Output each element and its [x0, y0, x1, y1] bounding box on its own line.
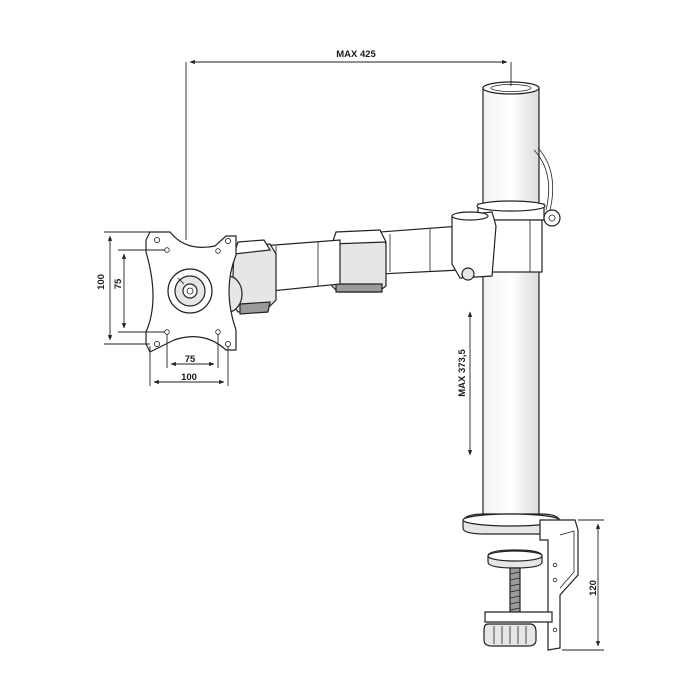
vesa-mounting-plate	[145, 231, 237, 353]
dimension-clamp-height: 120	[562, 519, 604, 651]
vesa-inner-vertical-label: 75	[113, 278, 124, 289]
dimension-max-height: MAX 373,5	[457, 311, 473, 456]
dimension-vesa-horizontal: 75 100	[149, 334, 229, 386]
max-reach-label: MAX 425	[336, 49, 376, 60]
vesa-outer-horizontal-label: 100	[181, 372, 197, 383]
dimension-max-reach: MAX 425	[185, 49, 512, 240]
max-height-label: MAX 373,5	[457, 349, 468, 397]
dimension-vesa-vertical: 100 75	[96, 231, 165, 345]
vertical-pole	[482, 81, 554, 521]
desk-clamp	[462, 513, 579, 651]
vesa-inner-horizontal-label: 75	[185, 354, 196, 365]
clamp-height-label: 120	[588, 580, 599, 596]
extension-arm	[213, 211, 497, 315]
vesa-outer-vertical-label: 100	[96, 274, 107, 290]
